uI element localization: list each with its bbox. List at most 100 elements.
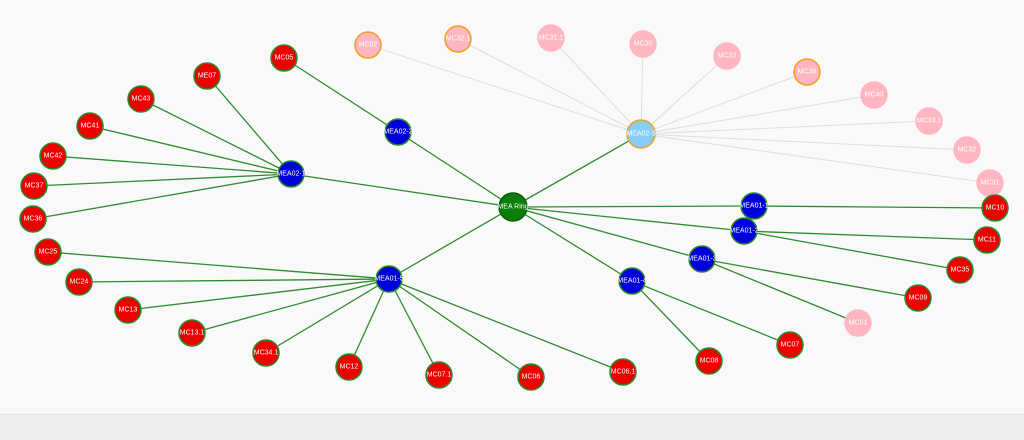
node-mc41[interactable]: MC41	[76, 112, 104, 140]
node-mc06-1[interactable]: MC06.1	[609, 358, 637, 386]
edge-mea01-5-mc06	[388, 278, 532, 378]
node-circle-mc10[interactable]	[981, 194, 1009, 222]
node-circle-mea02-1[interactable]	[277, 160, 305, 188]
node-mc25[interactable]: MC25	[34, 238, 62, 266]
node-mc07[interactable]: MC07	[776, 331, 804, 359]
node-circle-mc40[interactable]	[860, 81, 888, 109]
node-circle-ring[interactable]	[498, 192, 528, 222]
node-mc10[interactable]: MC10	[981, 194, 1009, 222]
node-mc05[interactable]: MC05	[270, 44, 298, 72]
edge-ring-mea02-3	[512, 133, 642, 208]
node-circle-mc12[interactable]	[335, 353, 363, 381]
node-circle-mc01[interactable]	[844, 309, 872, 337]
node-circle-mc06[interactable]	[517, 363, 545, 391]
node-mea02-3[interactable]: MEA02-3	[626, 119, 656, 149]
node-circle-me07[interactable]	[193, 62, 221, 90]
node-circle-mc30[interactable]	[629, 30, 657, 58]
node-mea02-1[interactable]: MEA02-1	[276, 160, 306, 188]
edges-layer	[32, 37, 996, 378]
node-mc13[interactable]: MC13	[114, 296, 142, 324]
node-mc42[interactable]: MC42	[39, 142, 67, 170]
node-mc23[interactable]: MC23	[713, 42, 741, 70]
node-me07[interactable]: ME07	[193, 62, 221, 90]
edge-mea01-5-mc34-1	[265, 278, 390, 354]
node-mc12[interactable]: MC12	[335, 353, 363, 381]
node-circle-mc09[interactable]	[904, 284, 932, 312]
node-circle-mc13[interactable]	[114, 296, 142, 324]
node-mc02[interactable]: MC02	[354, 31, 382, 59]
node-circle-mc43[interactable]	[127, 85, 155, 113]
node-circle-mc11[interactable]	[973, 226, 1001, 254]
node-circle-mea01-4[interactable]	[618, 267, 646, 295]
node-mc08[interactable]: MC08	[695, 347, 723, 375]
node-circle-mc35[interactable]	[946, 256, 974, 284]
node-circle-mea02-3[interactable]	[626, 119, 656, 149]
node-circle-mc31-1[interactable]	[537, 24, 565, 52]
edge-mea01-5-mc24	[78, 278, 390, 283]
node-circle-mc33-1[interactable]	[915, 107, 943, 135]
node-mc31-1[interactable]: MC31.1	[537, 24, 565, 52]
edge-mea02-3-mc23	[640, 55, 728, 135]
edge-mea01-5-mc06-1	[388, 278, 624, 373]
node-mc38[interactable]: MC38	[793, 58, 821, 86]
node-circle-mc42[interactable]	[39, 142, 67, 170]
node-mc09[interactable]: MC09	[904, 284, 932, 312]
edge-mea02-1-mc42	[52, 155, 292, 175]
node-circle-mea02-2[interactable]	[384, 118, 412, 146]
node-mc32-1[interactable]: MC32.1	[444, 25, 472, 53]
node-mea01-2[interactable]: MEA01-2	[729, 217, 759, 245]
node-mc01[interactable]: MC01	[844, 309, 872, 337]
node-mc40[interactable]: MC40	[860, 81, 888, 109]
node-mea01-4[interactable]: MEA01-4	[617, 267, 647, 295]
node-mc13-1[interactable]: MC13.1	[178, 319, 206, 347]
node-mc11[interactable]: MC11	[973, 226, 1001, 254]
node-mc43[interactable]: MC43	[127, 85, 155, 113]
edge-ring-mea01-4	[512, 206, 633, 282]
node-circle-mc07[interactable]	[776, 331, 804, 359]
node-mea01-1[interactable]: MEA01-1	[739, 192, 769, 220]
edge-mea02-3-mc32	[640, 133, 968, 151]
node-circle-mea01-3[interactable]	[688, 245, 716, 273]
node-circle-mc25[interactable]	[34, 238, 62, 266]
edge-mea01-2-mc11	[743, 230, 988, 241]
node-mc36[interactable]: MC36	[19, 205, 47, 233]
edge-ring-mea02-2	[397, 131, 514, 208]
node-circle-mc06-1[interactable]	[609, 358, 637, 386]
node-mc33-1[interactable]: MC33.1	[915, 107, 943, 135]
node-circle-mc24[interactable]	[65, 268, 93, 296]
node-mc06[interactable]: MC06	[517, 363, 545, 391]
node-circle-mc07-1[interactable]	[425, 361, 453, 389]
node-circle-mea01-2[interactable]	[730, 217, 758, 245]
node-circle-mc38[interactable]	[793, 58, 821, 86]
node-circle-mea01-5[interactable]	[375, 265, 403, 293]
node-circle-mea01-1[interactable]	[740, 192, 768, 220]
node-circle-mc36[interactable]	[19, 205, 47, 233]
node-circle-mc37[interactable]	[20, 172, 48, 200]
node-circle-mc32[interactable]	[953, 136, 981, 164]
node-mc37[interactable]: MC37	[20, 172, 48, 200]
node-mea01-3[interactable]: MEA01-3	[687, 245, 717, 273]
node-circle-mc34-1[interactable]	[252, 339, 280, 367]
node-mc34-1[interactable]: MC34.1	[252, 339, 280, 367]
node-mea01-5[interactable]: MEA01-5	[374, 265, 404, 293]
node-mc30[interactable]: MC30	[629, 30, 657, 58]
node-circle-mc08[interactable]	[695, 347, 723, 375]
node-circle-mc05[interactable]	[270, 44, 298, 72]
node-circle-mc02[interactable]	[354, 31, 382, 59]
node-mea02-2[interactable]: MEA02-2	[383, 118, 413, 146]
edge-mea02-3-mc40	[640, 94, 875, 135]
node-circle-mc13-1[interactable]	[178, 319, 206, 347]
node-mc07-1[interactable]: MC07.1	[425, 361, 453, 389]
node-ring[interactable]: MEA Ring	[497, 192, 529, 222]
node-mc24[interactable]: MC24	[65, 268, 93, 296]
node-circle-mc31[interactable]	[976, 169, 1004, 197]
edge-ring-mea01-1	[512, 205, 755, 208]
node-mc32[interactable]: MC32	[953, 136, 981, 164]
node-circle-mc32-1[interactable]	[444, 25, 472, 53]
node-circle-mc41[interactable]	[76, 112, 104, 140]
node-circle-mc23[interactable]	[713, 42, 741, 70]
node-mc35[interactable]: MC35	[946, 256, 974, 284]
node-mc31[interactable]: MC31	[976, 169, 1004, 197]
